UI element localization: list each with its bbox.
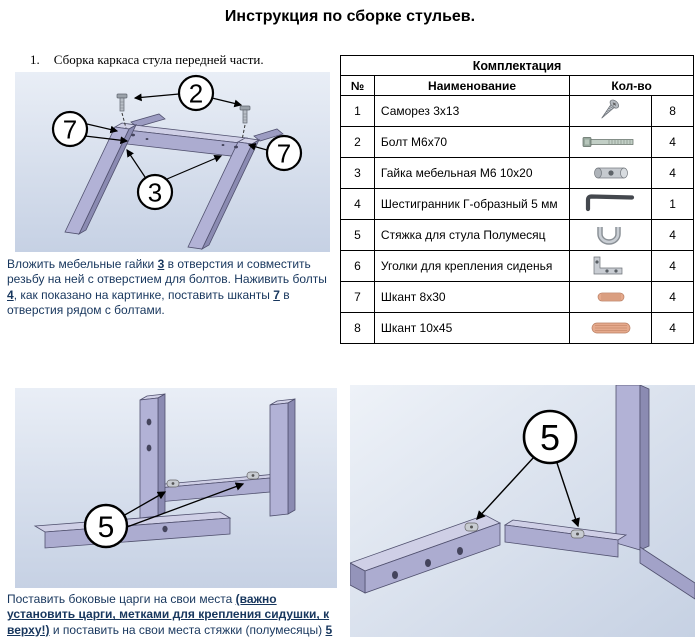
part-ref-7: 7 [273, 287, 280, 302]
part-icon-cell [569, 281, 653, 313]
part-name: Болт М6х70 [373, 126, 571, 158]
part-icon-cell [569, 188, 653, 220]
leader-arrows [122, 482, 245, 528]
parts-table: Комплектация № Наименование Кол-во 1 Сам… [340, 55, 694, 344]
part-qty: 4 [651, 157, 694, 189]
table-row: 4 Шестигранник Г-образный 5 мм 1 [340, 188, 694, 220]
table-row: 1 Саморез 3х13 8 [340, 95, 694, 127]
half-moon-bracket-glyph [246, 471, 260, 480]
hex-key-icon [585, 194, 634, 212]
instruction-text-segment: и поставить на свои места стяжки (полуме… [49, 622, 326, 637]
part-ref-4: 4 [7, 287, 14, 302]
corner-bracket-icon [593, 256, 623, 275]
part-number: 6 [340, 250, 375, 282]
table-row: 6 Уголки для крепления сиденья 4 [340, 250, 694, 282]
callout-bolts: 2 [177, 74, 215, 112]
part-icon-cell [569, 126, 653, 158]
half-moon-bracket-placement-diagram: 5 [350, 385, 695, 637]
part-qty: 4 [651, 312, 694, 344]
barrel-nut-icon [593, 167, 628, 179]
half-moon-bracket-glyph [166, 479, 180, 488]
part-qty: 4 [651, 250, 694, 282]
half-moon-bracket-glyph [464, 522, 479, 532]
svg-text:5: 5 [540, 417, 560, 458]
col-header-name: Наименование [373, 75, 571, 96]
table-row: 2 Болт М6х70 4 [340, 126, 694, 158]
chair-front-frame [64, 113, 284, 250]
step-1-heading: 1. Сборка каркаса стула передней части. [30, 52, 264, 68]
part-name: Шкант 8х30 [373, 281, 571, 313]
part-name: Саморез 3х13 [373, 95, 571, 127]
svg-text:7: 7 [63, 114, 77, 144]
screw-icon [601, 99, 619, 119]
part-number: 1 [340, 95, 375, 127]
side-rails-assembly-diagram: 5 [15, 388, 337, 588]
part-icon-cell [569, 312, 653, 344]
svg-text:7: 7 [277, 138, 291, 168]
part-number: 3 [340, 157, 375, 189]
callout-dowel-right: 7 [265, 134, 303, 172]
table-row: 8 Шкант 10х45 4 [340, 312, 694, 344]
half-moon-bracket-icon [596, 227, 621, 245]
part-icon-cell [569, 157, 653, 189]
part-icon-cell [569, 250, 653, 282]
leader-arrows [84, 93, 268, 180]
instruction-paragraph-1: Вложить мебельные гайки 3 в отверстия и … [7, 257, 337, 318]
col-header-qty: Кол-во [569, 75, 694, 96]
step-number: 1. [30, 52, 40, 67]
bolt-glyph [239, 105, 251, 124]
part-name: Уголки для крепления сиденья [373, 250, 571, 282]
table-row: 5 Стяжка для стула Полумесяц 4 [340, 219, 694, 251]
important-note: (важно установить царги, метками для кре… [7, 592, 330, 637]
svg-text:2: 2 [189, 78, 203, 108]
table-row: 3 Гайка мебельная М6 10х20 4 [340, 157, 694, 189]
half-moon-bracket-glyph [570, 529, 585, 539]
part-name: Гайка мебельная М6 10х20 [373, 157, 571, 189]
instruction-text-segment: Поставить боковые царги на свои места [7, 592, 236, 606]
part-qty: 4 [651, 219, 694, 251]
bolt-insert-guides [121, 112, 246, 141]
page-title: Инструкция по сборке стульев. [224, 8, 476, 25]
chair-base-frame [350, 385, 695, 600]
part-icon-cell [569, 95, 653, 127]
part-name: Стяжка для стула Полумесяц [373, 219, 571, 251]
dowel-icon [591, 322, 631, 334]
part-qty: 4 [651, 281, 694, 313]
part-number: 2 [340, 126, 375, 158]
part-icon-cell [569, 219, 653, 251]
callout-half-moon: 5 [83, 503, 129, 549]
part-name: Шкант 10х45 [373, 312, 571, 344]
part-number: 4 [340, 188, 375, 220]
step-label: Сборка каркаса стула передней части. [53, 52, 264, 67]
part-qty: 1 [651, 188, 694, 220]
callout-barrel-nut: 3 [136, 173, 174, 211]
col-header-number: № [340, 75, 375, 96]
part-name: Шестигранник Г-образный 5 мм [373, 188, 571, 220]
dowel-icon [597, 292, 625, 302]
instruction-text-segment: , как показано на картинке, поставить шк… [13, 287, 274, 302]
parts-table-title: Комплектация [340, 55, 694, 76]
callout-half-moon: 5 [522, 409, 578, 465]
part-number: 5 [340, 219, 375, 251]
parts-table-header-row: № Наименование Кол-во [340, 75, 694, 96]
part-ref-5: 5 [325, 622, 333, 637]
bolt-glyph [116, 93, 128, 112]
svg-text:3: 3 [148, 177, 162, 207]
bolt-icon [582, 137, 634, 147]
part-number: 7 [340, 281, 375, 313]
instruction-text-segment: Вложить мебельные гайки [7, 257, 158, 271]
svg-text:5: 5 [98, 511, 115, 544]
instruction-text-segment: в отверстия и совместить резьбу на ней с… [7, 257, 327, 287]
instruction-text-segment: в отверстия рядом с болтами. [7, 287, 290, 318]
part-ref-3: 3 [157, 257, 165, 271]
part-number: 8 [340, 312, 375, 344]
part-qty: 8 [651, 95, 694, 127]
front-frame-assembly-diagram: 2 7 3 7 [15, 72, 330, 252]
leader-arrows [476, 456, 580, 528]
instruction-paragraph-2: Поставить боковые царги на свои места (в… [7, 592, 345, 637]
parts-table-title-row: Комплектация [340, 55, 694, 76]
callout-dowel-left: 7 [51, 110, 89, 148]
table-row: 7 Шкант 8х30 4 [340, 281, 694, 313]
part-qty: 4 [651, 126, 694, 158]
